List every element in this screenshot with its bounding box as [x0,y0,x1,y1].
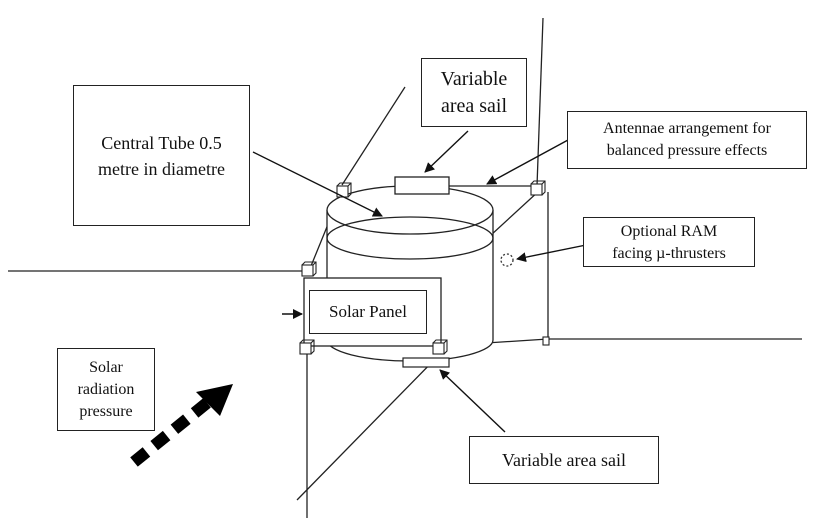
arrow-central-tube [252,151,383,217]
solar-radiation-arrowhead [196,384,233,416]
cube-right-small [542,336,550,346]
label-variable-area-sail-bottom: Variable area sail [469,436,659,484]
callout-arrows [252,130,597,433]
mount-cubes [299,180,550,355]
arrow-top-sail [424,130,469,173]
arrow-antennae [486,139,569,185]
cube-left [301,261,317,277]
cylinder-inner-ring [326,216,494,260]
boom-line-top-right-vertical [536,17,544,187]
solar-radiation-arrow [130,384,233,467]
label-antennae-arrangement: Antennae arrangement for balanced pressu… [567,111,807,169]
cube-top-right [530,180,546,196]
label-solar-panel: Solar Panel [309,290,427,334]
cube-bottom-right [432,339,448,355]
cube-bottom-left [299,339,315,355]
boom-line-bottom-diagonal [296,353,441,501]
label-central-tube: Central Tube 0.5 metre in diametre [73,85,250,226]
boom-line-top-left-diagonal [341,86,406,186]
label-variable-area-sail-top: Variable area sail [421,58,527,127]
label-optional-ram: Optional RAM facing µ-thrusters [583,217,755,267]
arrow-bottom-sail [439,369,506,433]
ram-dotted-circle [500,253,514,267]
arrow-optional-ram [516,242,597,263]
bottom-sail-strip [402,357,450,368]
top-sail-strip [394,176,450,195]
label-solar-radiation-pressure: Solar radiation pressure [57,348,155,431]
